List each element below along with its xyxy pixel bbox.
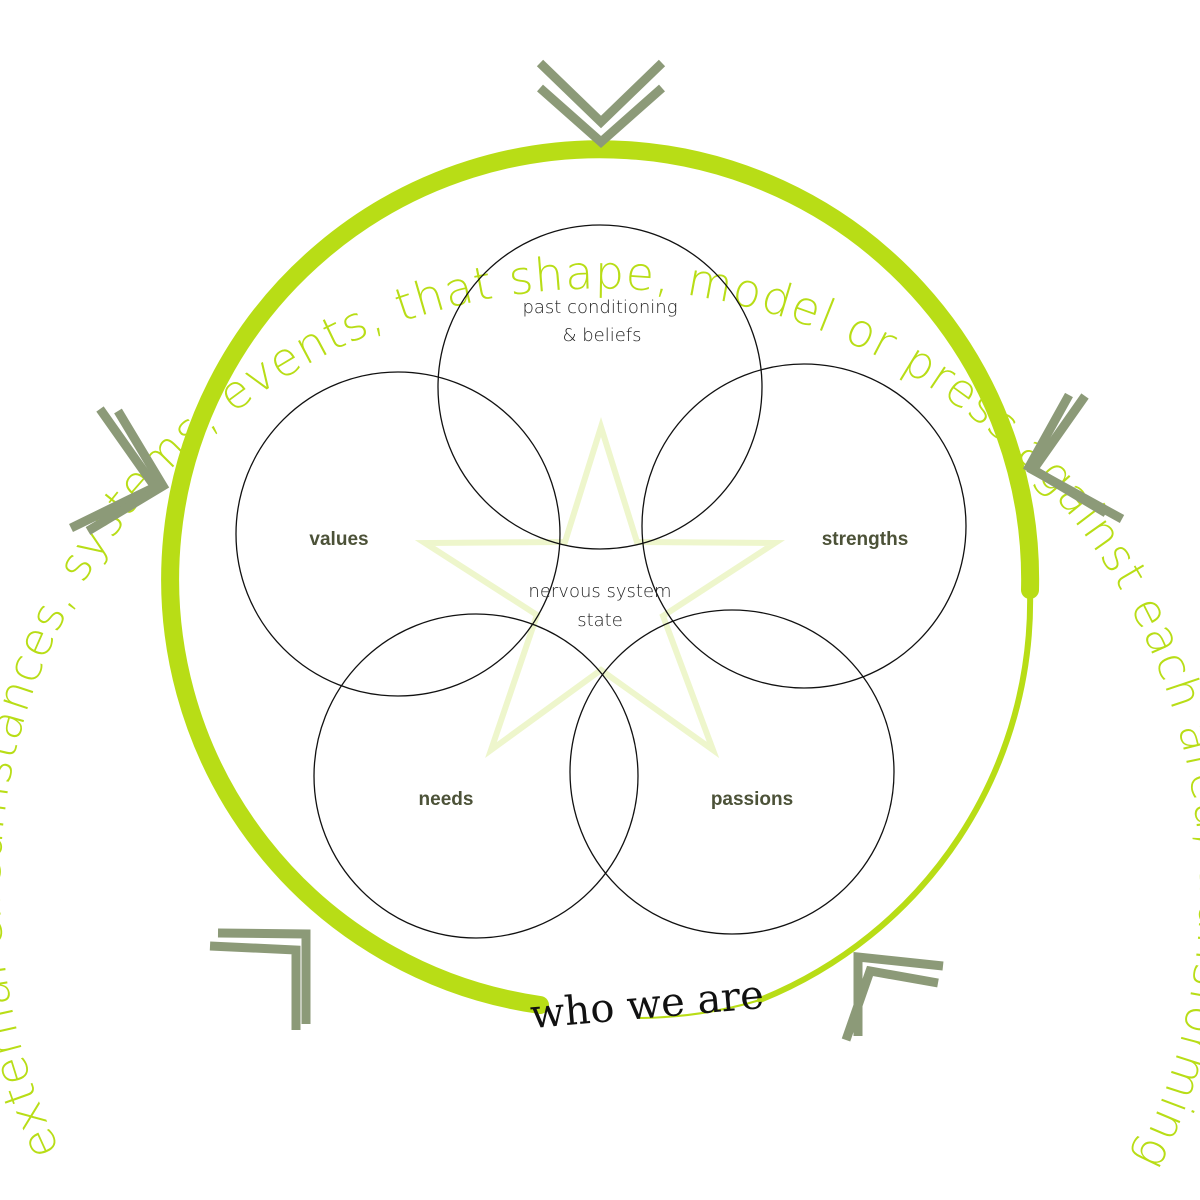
- chevron-right-icon: [69, 406, 170, 535]
- circle-passions: [569, 609, 895, 935]
- label-values: values: [309, 529, 368, 550]
- label-past-conditioning-line1: past conditioning: [522, 297, 677, 318]
- center-label-line2: state: [577, 610, 623, 631]
- center-label-line1: nervous system: [528, 581, 671, 602]
- circle-needs: [313, 613, 639, 939]
- chevron-left-icon: [1022, 392, 1125, 523]
- chevron-up-left-icon: [841, 951, 944, 1042]
- circle-strengths: [641, 363, 967, 689]
- outer-ring: [161, 140, 1040, 1019]
- label-past-conditioning-line2: & beliefs: [562, 325, 641, 346]
- who-we-are-caption: who we are: [528, 972, 765, 1038]
- circle-past-conditioning: [437, 224, 763, 550]
- circle-values: [235, 371, 561, 697]
- chevron-down-icon: [536, 59, 666, 149]
- chevron-up-right-icon: [209, 928, 311, 1030]
- label-needs: needs: [419, 789, 474, 810]
- label-strengths: strengths: [822, 529, 909, 550]
- center-star: [414, 416, 785, 759]
- label-passions: passions: [711, 789, 793, 810]
